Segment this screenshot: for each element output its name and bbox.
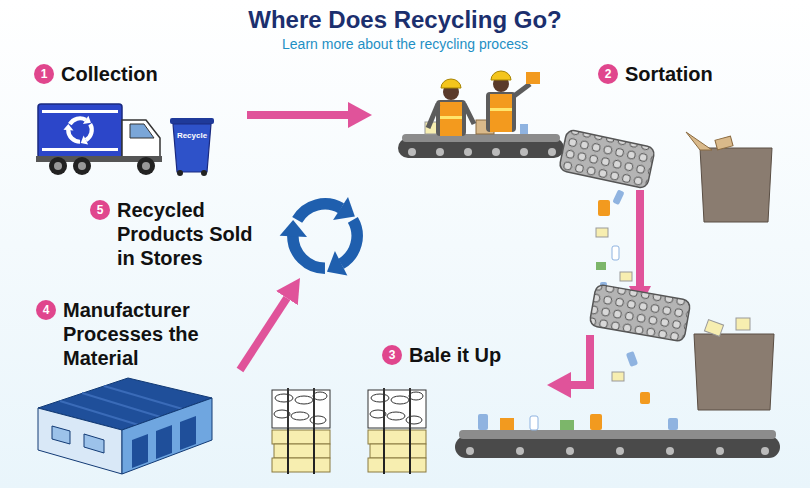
bin-label: Recycle xyxy=(172,131,212,140)
step-label: 5 Recycled Products Sold in Stores xyxy=(90,198,267,270)
process-step: 4 Manufacturer Processes the Material xyxy=(30,295,240,482)
step-heading: Sortation xyxy=(625,62,805,86)
bottle-bale xyxy=(272,388,426,430)
recycling-bin xyxy=(170,118,214,176)
process-step: 1 Collection xyxy=(28,58,247,182)
factory xyxy=(38,378,212,474)
worker xyxy=(486,71,540,132)
step-label: 2 Sortation xyxy=(598,62,805,86)
sorting-line xyxy=(398,120,564,158)
process-step: 5 Recycled Products Sold in Stores xyxy=(85,195,372,278)
subtitle: Learn more about the recycling process xyxy=(0,36,810,52)
step-label: 4 Manufacturer Processes the Material xyxy=(36,298,228,370)
worker xyxy=(428,79,474,136)
flow-arrow xyxy=(240,298,287,370)
step-number: 4 xyxy=(36,300,56,320)
step-label: 1 Collection xyxy=(34,62,241,86)
process-step: 3 Bale it Up xyxy=(262,340,547,482)
step-heading: Manufacturer Processes the Material xyxy=(63,298,228,370)
process-step: 2 Sortation xyxy=(372,58,810,335)
flow-arrow xyxy=(571,335,590,385)
step-number: 2 xyxy=(598,64,618,84)
truck xyxy=(36,104,162,175)
recycle-symbol xyxy=(276,197,373,282)
step-label: 3 Bale it Up xyxy=(382,343,541,367)
sorting-screen xyxy=(589,284,691,342)
step-number: 5 xyxy=(90,200,110,220)
title: Where Does Recycling Go? xyxy=(0,6,810,34)
conveyor xyxy=(455,414,780,458)
step-heading: Collection xyxy=(61,62,241,86)
cardboard-bale xyxy=(272,428,426,474)
collection-bin xyxy=(694,318,774,410)
flow-arrow xyxy=(247,111,348,119)
step-number: 3 xyxy=(382,345,402,365)
collection-bin xyxy=(686,132,772,222)
sorting-screen xyxy=(559,129,656,189)
step-heading: Bale it Up xyxy=(409,343,541,367)
step-heading: Recycled Products Sold in Stores xyxy=(117,198,267,270)
step-number: 1 xyxy=(34,64,54,84)
